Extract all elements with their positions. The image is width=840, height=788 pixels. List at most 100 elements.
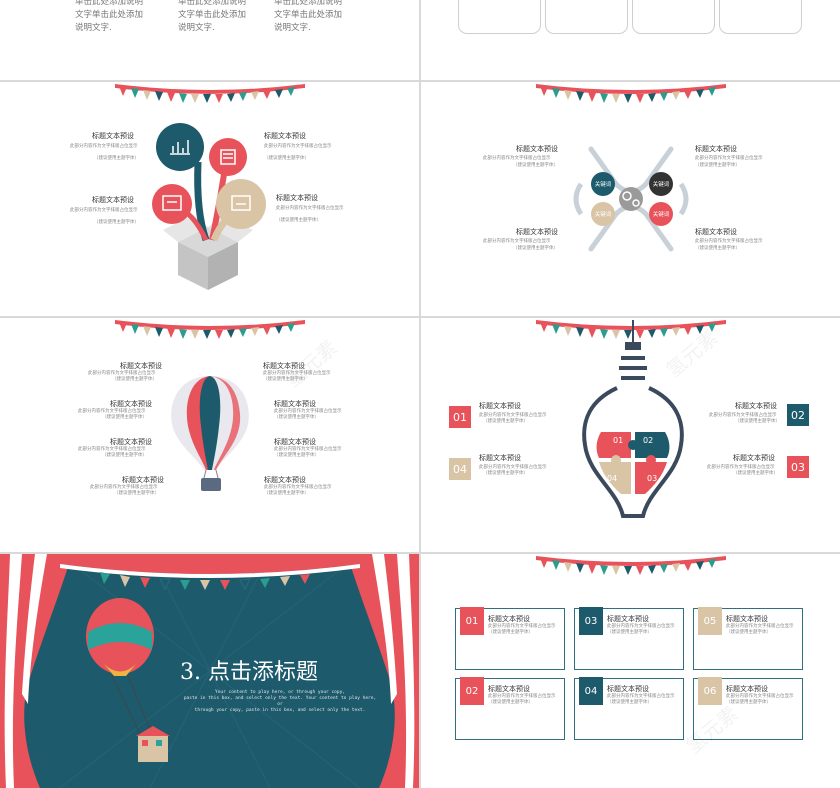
card-desc: 此部分内容作为文字排版占位显示（建议使用主题字体） (488, 694, 556, 705)
item-desc: 此部分内容作为文字排版占位显示 (483, 239, 551, 244)
item-desc: （建议使用主题字体） (264, 156, 309, 161)
number-badge: 03 (787, 456, 809, 478)
card-desc: 此部分内容作为文字排版占位显示（建议使用主题字体） (726, 694, 794, 705)
item-desc: （建议使用主题字体） (94, 220, 139, 225)
item-desc: 此部分内容作为文字排版占位显示 (274, 409, 342, 414)
item-desc: 此部分内容作为文字排版占位显示 (276, 206, 344, 211)
item-desc: （建议使用主题字体） (735, 419, 780, 424)
content-card: 01 标题文本预设 此部分内容作为文字排版占位显示（建议使用主题字体） (455, 607, 565, 670)
slide-thumbnail-7[interactable]: 3. 点击添标题 Your content to play here, or t… (0, 554, 419, 788)
card-title: 标题文本预设 (726, 685, 768, 693)
item-desc: 此部分内容作为文字排版占位显示 (695, 156, 763, 161)
card-number: 02 (460, 677, 484, 705)
item-desc: （建议使用主题字体） (102, 453, 147, 458)
card-number: 06 (698, 677, 722, 705)
item-desc: 此部分内容作为文字排版占位显示 (479, 465, 547, 470)
bunting-decoration (115, 320, 305, 339)
card-title: 标题文本预设 (726, 615, 768, 623)
card-number: 05 (698, 607, 722, 635)
card-desc: 此部分内容作为文字排版占位显示（建议使用主题字体） (726, 624, 794, 635)
item-desc: （建议使用主题字体） (695, 163, 740, 168)
body-text: 单击此处添加说明文字单击此处添加说明文字. (274, 0, 343, 33)
keyword-circle: 关键词 (591, 172, 615, 196)
item-title: 标题文本预设 (120, 362, 162, 370)
light-bulb-puzzle-illustration (582, 320, 684, 518)
keyword-circle: 关键词 (649, 172, 673, 196)
item-title: 标题文本预设 (479, 454, 521, 462)
bunting-decoration (536, 84, 726, 103)
slide-thumbnail-6[interactable]: 01 02 04 03 氢元素 01 标题文本预设 此部分内容作为文字排版占位显… (421, 318, 840, 552)
hot-air-balloon-illustration (171, 376, 249, 491)
item-desc: （建议使用主题字体） (264, 491, 309, 496)
item-desc: 此部分内容作为文字排版占位显示 (70, 144, 138, 149)
content-card: 04 标题文本预设 此部分内容作为文字排版占位显示（建议使用主题字体） (574, 677, 684, 740)
item-desc: 此部分内容作为文字排版占位显示 (709, 413, 777, 418)
rounded-box (719, 0, 802, 34)
item-title: 标题文本预设 (274, 438, 316, 446)
item-title: 标题文本预设 (264, 132, 306, 140)
item-desc: 此部分内容作为文字排版占位显示 (695, 239, 763, 244)
keyword-circle: 关键词 (649, 202, 673, 226)
slide-thumbnail-5[interactable]: 氢元素 标题文本预设 此部分内容作为文字排版占位显示 （建议使用主题字体） 标题… (0, 318, 419, 552)
card-desc: 此部分内容作为文字排版占位显示（建议使用主题字体） (607, 624, 675, 635)
item-desc: （建议使用主题字体） (102, 415, 147, 420)
content-card: 06 标题文本预设 此部分内容作为文字排版占位显示（建议使用主题字体） (693, 677, 803, 740)
puzzle-label: 01 (613, 436, 624, 445)
item-desc: （建议使用主题字体） (94, 156, 139, 161)
number-badge: 01 (449, 406, 471, 428)
card-number: 03 (579, 607, 603, 635)
rounded-box (545, 0, 628, 34)
content-card: 02 标题文本预设 此部分内容作为文字排版占位显示（建议使用主题字体） (455, 677, 565, 740)
slide-thumbnail-4[interactable]: 关键词 关键词 关键词 关键词 标题文本预设 此部分内容作为文字排版占位显示 （… (421, 82, 840, 316)
bunting-decoration (115, 84, 305, 103)
item-title: 标题文本预设 (92, 132, 134, 140)
item-desc: 此部分内容作为文字排版占位显示 (263, 371, 331, 376)
item-title: 标题文本预设 (264, 476, 306, 484)
number-badge: 04 (449, 458, 471, 480)
x-connector-graphic (573, 146, 689, 252)
body-text: 单击此处添加说明文字单击此处添加说明文字. (75, 0, 144, 33)
item-title: 标题文本预设 (110, 400, 152, 408)
puzzle-label: 03 (647, 474, 658, 483)
item-title: 标题文本预设 (733, 454, 775, 462)
item-desc: （建议使用主题字体） (513, 163, 558, 168)
item-desc: （建议使用主题字体） (513, 246, 558, 251)
item-desc: 此部分内容作为文字排版占位显示 (707, 465, 775, 470)
card-title: 标题文本预设 (607, 685, 649, 693)
item-desc: （建议使用主题字体） (483, 471, 528, 476)
item-desc: （建议使用主题字体） (483, 419, 528, 424)
slide-thumbnail-8[interactable]: 01 标题文本预设 此部分内容作为文字排版占位显示（建议使用主题字体） 03 标… (421, 554, 840, 788)
item-title: 标题文本预设 (695, 145, 737, 153)
card-title: 标题文本预设 (488, 615, 530, 623)
item-desc: （建议使用主题字体） (695, 246, 740, 251)
item-desc: （建议使用主题字体） (263, 377, 308, 382)
item-title: 标题文本预设 (122, 476, 164, 484)
item-desc: 此部分内容作为文字排版占位显示 (78, 409, 146, 414)
slide-thumbnail-1[interactable]: 单击此处添加说明文字单击此处添加说明文字. 单击此处添加说明文字单击此处添加说明… (0, 0, 419, 80)
item-desc: （建议使用主题字体） (112, 377, 157, 382)
section-title: 3. 点击添标题 (180, 660, 318, 685)
item-title: 标题文本预设 (274, 400, 316, 408)
card-desc: 此部分内容作为文字排版占位显示（建议使用主题字体） (607, 694, 675, 705)
item-title: 标题文本预设 (263, 362, 305, 370)
card-number: 04 (579, 677, 603, 705)
item-title: 标题文本预设 (516, 228, 558, 236)
item-title: 标题文本预设 (110, 438, 152, 446)
item-title: 标题文本预设 (276, 194, 318, 202)
item-title: 标题文本预设 (735, 402, 777, 410)
tree-box-illustration (152, 123, 266, 290)
item-desc: 此部分内容作为文字排版占位显示 (70, 208, 138, 213)
item-title: 标题文本预设 (92, 196, 134, 204)
slide-thumbnail-3[interactable]: 标题文本预设 此部分内容作为文字排版占位显示 （建议使用主题字体） 标题文本预设… (0, 82, 419, 316)
keyword-circle: 关键词 (591, 202, 615, 226)
content-card: 05 标题文本预设 此部分内容作为文字排版占位显示（建议使用主题字体） (693, 607, 803, 670)
bunting-decoration (536, 320, 726, 339)
item-desc: 此部分内容作为文字排版占位显示 (264, 144, 332, 149)
item-desc: （建议使用主题字体） (274, 453, 319, 458)
item-desc: 此部分内容作为文字排版占位显示 (264, 485, 332, 490)
card-title: 标题文本预设 (488, 685, 530, 693)
item-title: 标题文本预设 (516, 145, 558, 153)
slide-thumbnail-2[interactable] (421, 0, 840, 80)
card-number: 01 (460, 607, 484, 635)
